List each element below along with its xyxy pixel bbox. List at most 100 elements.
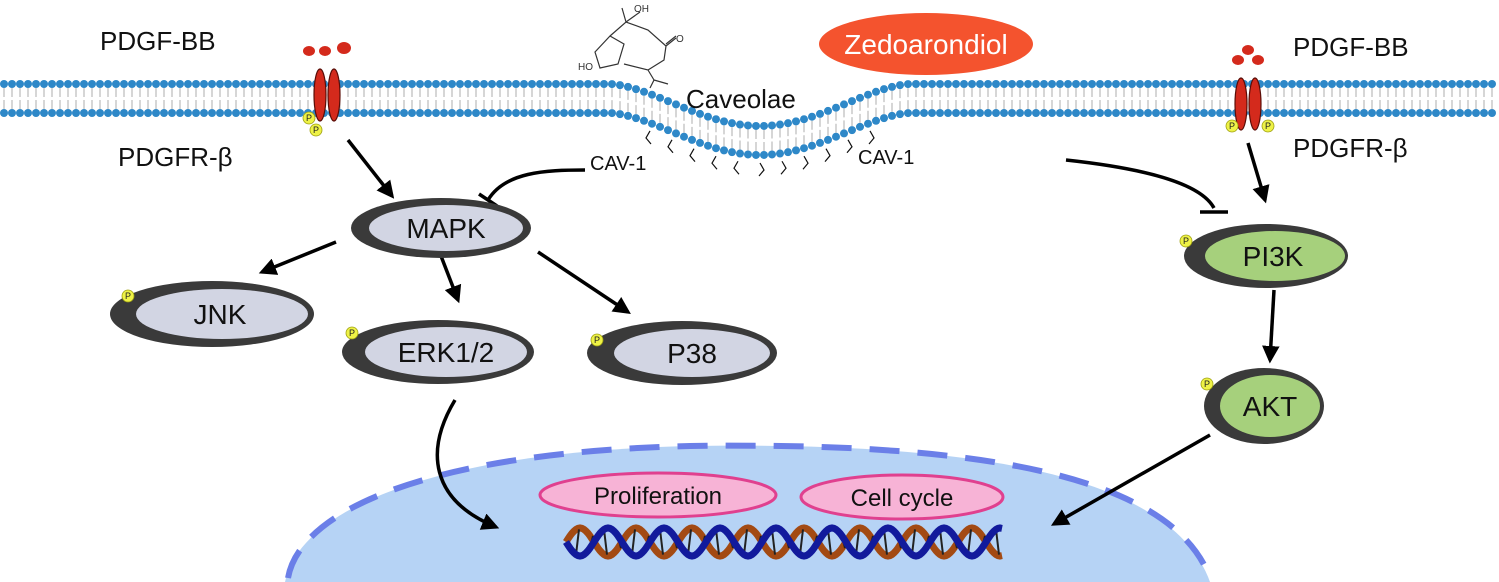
- receptor-left: P P: [302, 68, 341, 137]
- lipid-head: [136, 109, 144, 117]
- phospho-label: P: [349, 328, 355, 338]
- membrane-tails: [3, 88, 1493, 151]
- pdgf-bb-ligand-left: [303, 42, 351, 56]
- lipid-head: [576, 80, 584, 88]
- lipid-head: [120, 109, 128, 117]
- lipid-head: [1440, 109, 1448, 117]
- lipid-head: [32, 80, 40, 88]
- dna-helix: [563, 524, 1003, 560]
- lipid-head: [1032, 109, 1040, 117]
- lipid-head: [1488, 109, 1496, 117]
- lipid-head: [368, 80, 376, 88]
- node-core: [1205, 231, 1345, 281]
- lipid-head: [1152, 109, 1160, 117]
- lipid-head: [712, 115, 720, 124]
- lipid-head: [96, 80, 104, 88]
- lipid-head: [984, 80, 992, 88]
- lipid-head: [128, 109, 136, 117]
- lipid-head: [888, 111, 896, 120]
- lipid-head: [240, 109, 248, 117]
- lipid-head: [472, 80, 480, 88]
- lipid-head: [8, 80, 16, 88]
- lipid-head: [840, 129, 848, 138]
- lipid-head: [1408, 80, 1416, 88]
- ligand-label-left: PDGF-BB: [100, 26, 216, 56]
- lipid-head: [376, 80, 384, 88]
- lipid-head: [888, 82, 896, 91]
- lipid-head: [160, 109, 168, 117]
- lipid-head: [64, 80, 72, 88]
- arrow-receptor-to-mapk: [346, 138, 395, 199]
- lipid-head: [1400, 80, 1408, 88]
- dna-base-pair: [995, 529, 1000, 555]
- lipid-head: [1448, 109, 1456, 117]
- dna-base-pair: [911, 529, 916, 555]
- lipid-head: [864, 119, 872, 128]
- node-pi3k: PI3K P: [1179, 224, 1348, 288]
- node-p38: P38 P: [587, 321, 777, 385]
- lipid-head: [520, 80, 528, 88]
- lipid-head: [672, 129, 680, 138]
- lipid-head: [832, 132, 840, 141]
- lipid-head: [224, 109, 232, 117]
- lipid-head: [1328, 80, 1336, 88]
- lipid-head: [936, 109, 944, 117]
- lipid-head: [360, 109, 368, 117]
- lipid-head: [64, 109, 72, 117]
- lipid-head: [440, 80, 448, 88]
- lipid-head: [704, 141, 712, 150]
- lipid-head: [504, 80, 512, 88]
- lipid-head: [1144, 80, 1152, 88]
- lipid-head: [1048, 80, 1056, 88]
- lipid-head: [448, 80, 456, 88]
- lipid-head: [664, 97, 672, 106]
- lipid-head: [624, 82, 632, 91]
- lipid-head: [392, 109, 400, 117]
- lipid-head: [1016, 80, 1024, 88]
- lipid-head: [1192, 109, 1200, 117]
- node-core: [1220, 375, 1320, 437]
- lipid-head: [1296, 109, 1304, 117]
- lipid-head: [424, 109, 432, 117]
- lipid-head: [1328, 109, 1336, 117]
- node-jnk: JNK P: [110, 281, 314, 347]
- lipid-head: [600, 80, 608, 88]
- node-label: ERK1/2: [398, 337, 495, 368]
- lipid-head: [872, 87, 880, 96]
- caveolin-mark: [868, 130, 875, 145]
- dna-base-pair: [883, 529, 888, 555]
- phospho-label: P: [1183, 236, 1189, 246]
- lipid-head: [144, 80, 152, 88]
- lipid-head: [1056, 80, 1064, 88]
- node-erk: ERK1/2 P: [342, 320, 534, 384]
- caveolin-mark: [780, 160, 787, 175]
- node-label: AKT: [1243, 391, 1297, 422]
- lipid-head: [1128, 109, 1136, 117]
- nucleus-envelope: [285, 442, 1213, 580]
- lipid-head: [720, 117, 728, 126]
- phospho-label: P: [306, 113, 312, 123]
- lipid-head: [272, 80, 280, 88]
- lipid-head: [960, 80, 968, 88]
- lipid-head: [200, 80, 208, 88]
- lipid-head: [1264, 109, 1272, 117]
- lipid-head: [144, 109, 152, 117]
- lipid-head: [536, 109, 544, 117]
- phospho-site: [345, 326, 359, 340]
- lipid-head: [792, 117, 800, 126]
- lipid-head: [752, 121, 760, 130]
- lipid-head: [416, 80, 424, 88]
- arrow-akt-to-nucleus: [1050, 433, 1211, 526]
- lipid-head: [704, 112, 712, 121]
- lipid-head: [408, 80, 416, 88]
- lipid-head: [1320, 80, 1328, 88]
- lipid-head: [1480, 80, 1488, 88]
- hydroxyl-top: OH: [634, 4, 649, 15]
- phospho-label: P: [1265, 121, 1271, 131]
- dna-base-pair: [967, 529, 972, 555]
- lipid-head: [104, 80, 112, 88]
- lipid-head: [1456, 80, 1464, 88]
- receptor-right: P P: [1225, 77, 1275, 133]
- phospho-site: [1225, 119, 1239, 133]
- outcome-label: Proliferation: [594, 483, 722, 510]
